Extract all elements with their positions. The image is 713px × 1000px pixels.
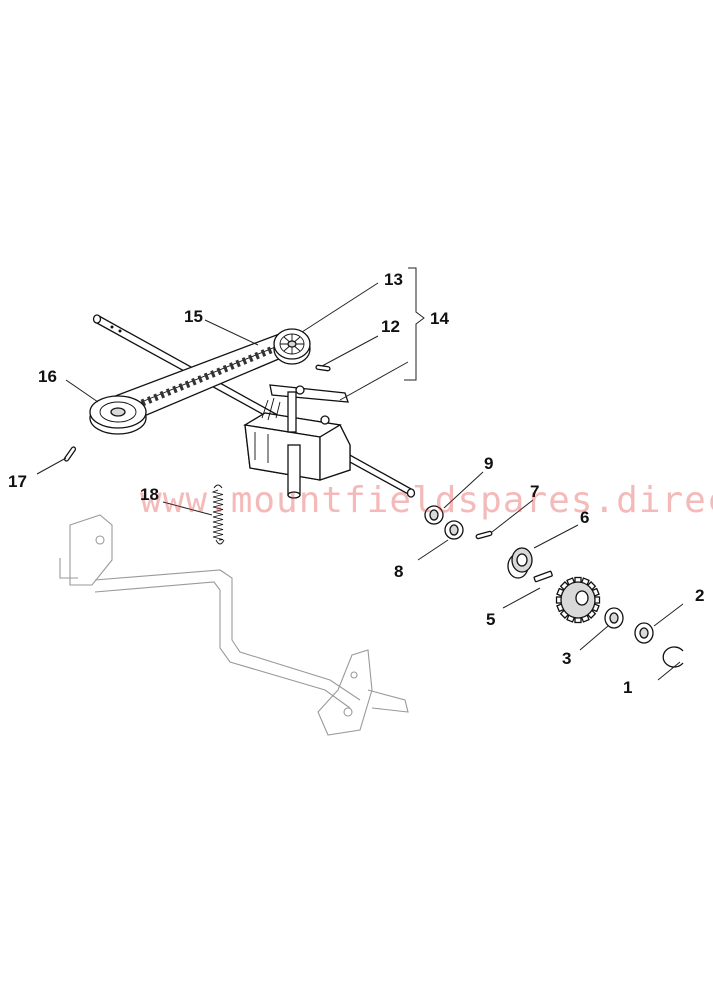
roll-pin	[63, 446, 77, 462]
washer-3	[604, 607, 624, 629]
washer-9	[424, 505, 444, 525]
callout-14: 14	[430, 309, 449, 328]
callout-labels: 1 2 3 5 6 7 8 9 12 13 14 15 16 17 18	[8, 270, 704, 697]
large-pulley	[89, 395, 147, 435]
watermark: www.mountfieldspares.direct	[140, 480, 713, 521]
callout-3: 3	[562, 649, 571, 668]
callout-9: 9	[484, 454, 493, 473]
pin-7	[475, 530, 493, 540]
bushing	[507, 547, 533, 579]
key-pin	[315, 364, 331, 372]
callout-1: 1	[623, 678, 632, 697]
leader-lines	[36, 282, 684, 681]
tension-spring	[211, 484, 225, 545]
callout-13: 13	[384, 270, 403, 289]
washer-8	[444, 520, 464, 540]
callout-18: 18	[140, 485, 159, 504]
key-5	[533, 570, 553, 583]
pinion-gear	[555, 576, 601, 624]
circlip	[662, 646, 684, 668]
callout-2: 2	[695, 586, 704, 605]
gearbox	[243, 384, 351, 499]
callout-5: 5	[486, 610, 495, 629]
group-bracket	[404, 267, 425, 381]
callout-6: 6	[580, 508, 589, 527]
callout-8: 8	[394, 562, 403, 581]
callout-16: 16	[38, 367, 57, 386]
callout-12: 12	[381, 317, 400, 336]
callout-15: 15	[184, 307, 203, 326]
spoked-pulley	[273, 328, 311, 365]
callout-17: 17	[8, 472, 27, 491]
drive-lever-frame	[59, 514, 409, 736]
washer-2	[634, 622, 654, 644]
callout-7: 7	[530, 482, 539, 501]
